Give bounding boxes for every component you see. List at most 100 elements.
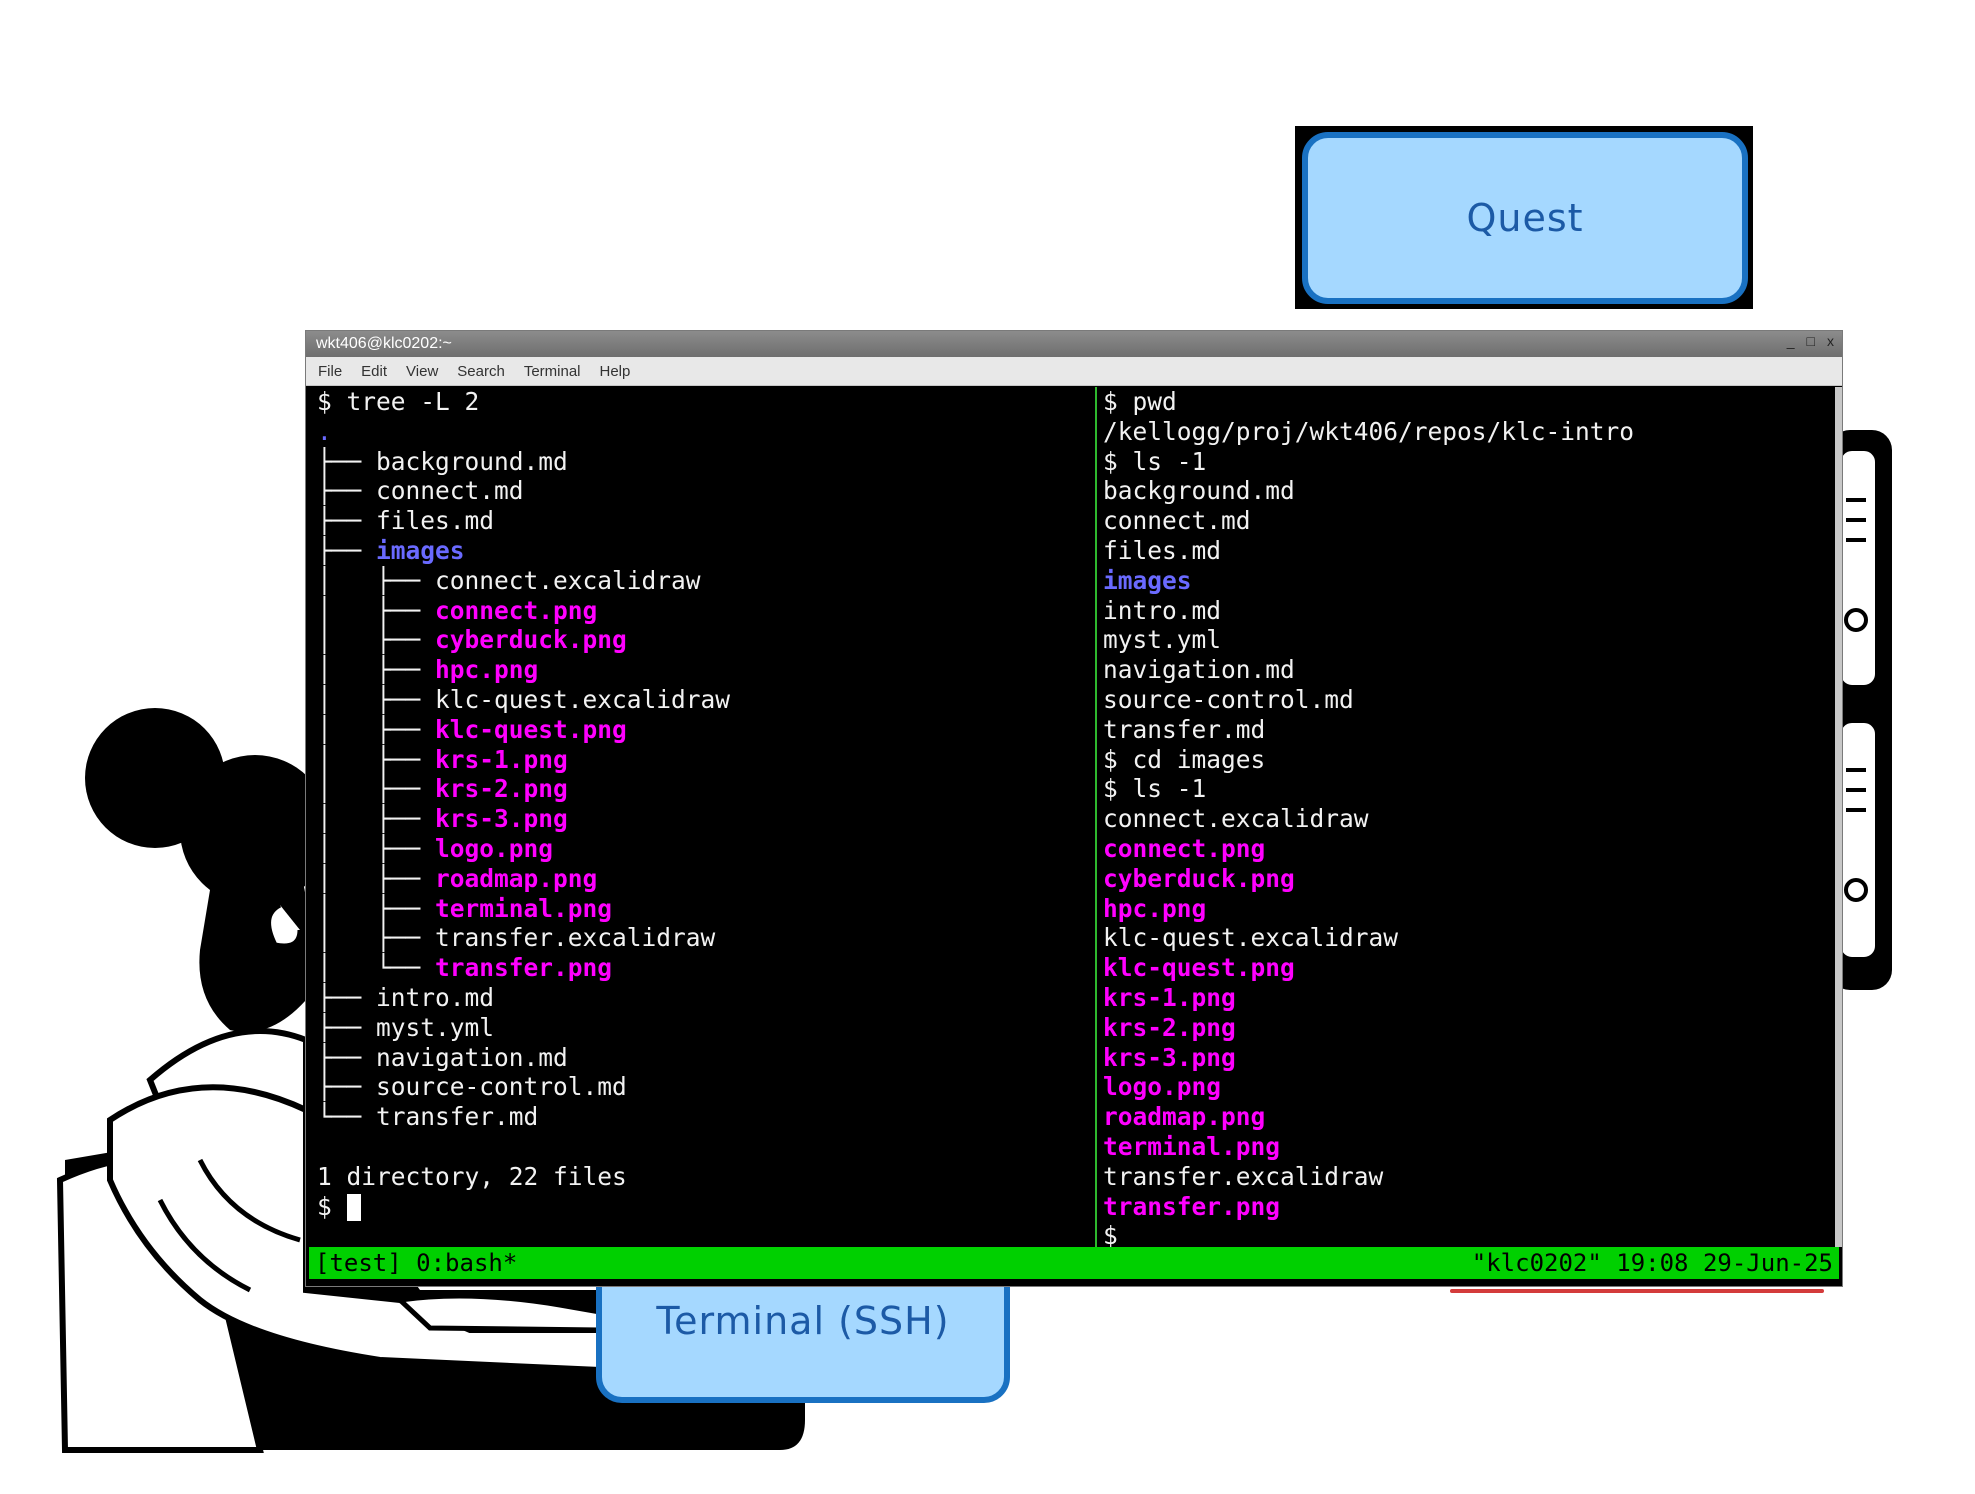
terminal-line: │ └── transfer.png xyxy=(317,953,1095,983)
terminal-line: │ ├── roadmap.png xyxy=(317,864,1095,894)
terminal-line: terminal.png xyxy=(1103,1132,1835,1162)
terminal-text: $ xyxy=(317,1191,347,1221)
terminal-line: transfer.excalidraw xyxy=(1103,1162,1835,1192)
terminal-text: /kellogg/proj/wkt406/repos/klc-intro xyxy=(1103,416,1635,446)
terminal-line: connect.md xyxy=(1103,506,1835,536)
tree-branch: │ ├── xyxy=(317,625,436,655)
terminal-line: $ ls -1 xyxy=(1103,447,1835,477)
terminal-text: ├── background.md xyxy=(317,446,568,476)
red-underline xyxy=(1450,1289,1824,1293)
terminal-line: ├── intro.md xyxy=(317,983,1095,1013)
terminal-line: hpc.png xyxy=(1103,894,1835,924)
terminal-line: connect.png xyxy=(1103,834,1835,864)
terminal-text: transfer.excalidraw xyxy=(1103,1161,1384,1191)
terminal-text: $ cd images xyxy=(1103,744,1266,774)
terminal-text: └── transfer.md xyxy=(317,1102,539,1132)
tree-branch: │ ├── xyxy=(317,804,436,834)
terminal-line: . xyxy=(317,417,1095,447)
directory-name: images xyxy=(1103,565,1192,595)
window-titlebar[interactable]: wkt406@klc0202:~ _ □ x xyxy=(306,331,1842,357)
image-file-name: terminal.png xyxy=(1103,1131,1281,1161)
terminal-text: $ ls -1 xyxy=(1103,446,1207,476)
terminal-line: │ ├── logo.png xyxy=(317,834,1095,864)
tree-branch: │ ├── xyxy=(317,923,436,953)
terminal-text: ├── files.md xyxy=(317,506,495,536)
image-file-name: klc-quest.png xyxy=(435,714,627,744)
terminal-line: ├── files.md xyxy=(317,506,1095,536)
terminal-text: ├── connect.md xyxy=(317,476,524,506)
terminal-line: ├── navigation.md xyxy=(317,1043,1095,1073)
terminal-line: └── transfer.md xyxy=(317,1102,1095,1132)
tree-branch: │ └── xyxy=(317,953,436,983)
terminal-line: │ ├── krs-1.png xyxy=(317,745,1095,775)
terminal-line: cyberduck.png xyxy=(1103,864,1835,894)
menu-file[interactable]: File xyxy=(318,362,343,380)
tmux-pane-left[interactable]: $ tree -L 2.├── background.md├── connect… xyxy=(309,387,1095,1247)
terminal-line: transfer.png xyxy=(1103,1192,1835,1222)
menu-help[interactable]: Help xyxy=(599,362,631,380)
terminal-text: $ pwd xyxy=(1103,387,1177,416)
tmux-status-bar: [test] 0:bash* "klc0202" 19:08 29-Jun-25 xyxy=(309,1247,1839,1279)
terminal-text: ├── navigation.md xyxy=(317,1042,568,1072)
text-cursor xyxy=(346,1194,361,1222)
terminal-line: │ ├── connect.excalidraw xyxy=(317,566,1095,596)
image-file-name: connect.png xyxy=(435,595,598,625)
maximize-icon[interactable]: □ xyxy=(1806,333,1815,349)
image-file-name: krs-3.png xyxy=(1103,1042,1236,1072)
terminal-line: roadmap.png xyxy=(1103,1102,1835,1132)
terminal-line: $ pwd xyxy=(1103,387,1835,417)
tmux-pane-right[interactable]: $ pwd/kellogg/proj/wkt406/repos/klc-intr… xyxy=(1097,387,1835,1247)
terminal-line: ├── background.md xyxy=(317,447,1095,477)
image-file-name: krs-1.png xyxy=(435,744,568,774)
terminal-text: background.md xyxy=(1103,476,1295,506)
pane-divider[interactable] xyxy=(1095,387,1097,1247)
terminal-ssh-label: Terminal (SSH) xyxy=(656,1299,950,1343)
terminal-text: connect.md xyxy=(1103,506,1251,536)
terminal-line: 1 directory, 22 files xyxy=(317,1162,1095,1192)
terminal-line: connect.excalidraw xyxy=(1103,804,1835,834)
image-file-name: connect.png xyxy=(1103,833,1266,863)
terminal-line: │ ├── connect.png xyxy=(317,596,1095,626)
terminal-line: $ tree -L 2 xyxy=(317,387,1095,417)
person-illustration-icon xyxy=(56,708,805,1453)
terminal-text: ├── intro.md xyxy=(317,982,495,1012)
terminal-line: $ xyxy=(317,1192,1095,1222)
image-file-name: roadmap.png xyxy=(435,863,598,893)
terminal-line: │ ├── klc-quest.excalidraw xyxy=(317,685,1095,715)
menu-view[interactable]: View xyxy=(406,362,439,380)
menu-search[interactable]: Search xyxy=(457,362,505,380)
terminal-line: klc-quest.excalidraw xyxy=(1103,923,1835,953)
tree-branch: │ ├── xyxy=(317,774,436,804)
tree-branch: │ ├── xyxy=(317,595,436,625)
terminal-line: myst.yml xyxy=(1103,625,1835,655)
image-file-name: transfer.png xyxy=(435,953,613,983)
terminal-line: ├── myst.yml xyxy=(317,1013,1095,1043)
image-file-name: cyberduck.png xyxy=(435,625,627,655)
terminal-text: intro.md xyxy=(1103,595,1222,625)
terminal-line: ├── images xyxy=(317,536,1095,566)
tmux-panes[interactable]: $ tree -L 2.├── background.md├── connect… xyxy=(309,387,1835,1247)
scrollbar[interactable] xyxy=(1835,387,1842,1247)
tree-branch: │ ├── xyxy=(317,833,436,863)
terminal-line: klc-quest.png xyxy=(1103,953,1835,983)
minimize-icon[interactable]: _ xyxy=(1786,333,1795,349)
close-icon[interactable]: x xyxy=(1827,333,1834,349)
terminal-line: krs-1.png xyxy=(1103,983,1835,1013)
tree-branch: │ ├── xyxy=(317,684,436,714)
terminal-text: klc-quest.excalidraw xyxy=(1103,923,1399,953)
menu-terminal[interactable]: Terminal xyxy=(523,362,581,380)
terminal-line: │ ├── klc-quest.png xyxy=(317,715,1095,745)
image-file-name: hpc.png xyxy=(1103,893,1207,923)
image-file-name: klc-quest.png xyxy=(1103,953,1295,983)
menu-edit[interactable]: Edit xyxy=(361,362,388,380)
terminal-line: transfer.md xyxy=(1103,715,1835,745)
terminal-text: myst.yml xyxy=(1103,625,1222,655)
terminal-line: │ ├── transfer.excalidraw xyxy=(317,923,1095,953)
terminal-line: navigation.md xyxy=(1103,655,1835,685)
quest-button[interactable]: Quest xyxy=(1302,132,1748,304)
terminal-text: $ xyxy=(1103,1221,1118,1247)
terminal-text: $ ls -1 xyxy=(1103,774,1207,804)
terminal-text: . xyxy=(317,416,332,446)
image-file-name: logo.png xyxy=(1103,1072,1222,1102)
